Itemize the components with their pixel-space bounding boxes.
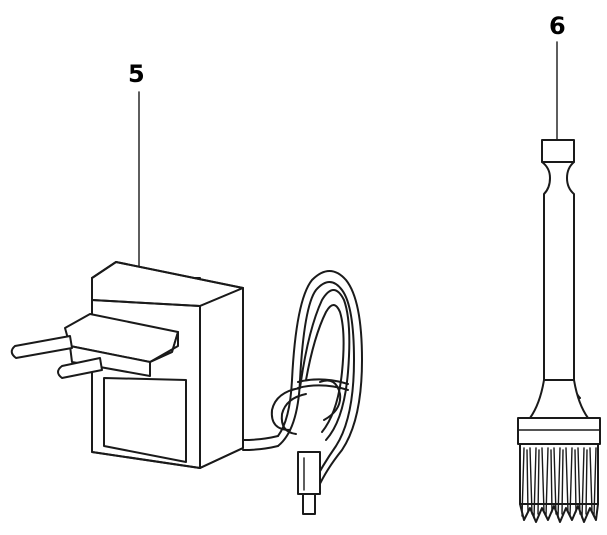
dc-connector-tip [302, 493, 316, 515]
adapter-top-edge [91, 261, 244, 469]
callout-label-adapter: 5 [128, 60, 145, 88]
plug-base-front [69, 345, 151, 377]
adapter-cable-exit-2 [242, 445, 279, 451]
adapter-top-front-edge [91, 299, 201, 307]
plug-prong-lower [57, 357, 103, 379]
callout-label-brush: 6 [549, 12, 566, 40]
brush-handle-top [541, 139, 581, 399]
adapter-cable-exit [242, 435, 279, 441]
plug-base-side [149, 331, 179, 363]
brush-handle-flare [529, 379, 589, 419]
brush-ferrule [517, 417, 601, 445]
brush-bristles [519, 443, 599, 523]
adapter-recessed-panel [103, 377, 187, 463]
plug-prong-upper [10, 335, 73, 359]
power-adapter [10, 91, 363, 515]
coiled-cable [270, 270, 363, 489]
dc-connector [297, 451, 321, 495]
adapter-side-face [199, 287, 244, 469]
cleaning-brush [517, 41, 601, 523]
